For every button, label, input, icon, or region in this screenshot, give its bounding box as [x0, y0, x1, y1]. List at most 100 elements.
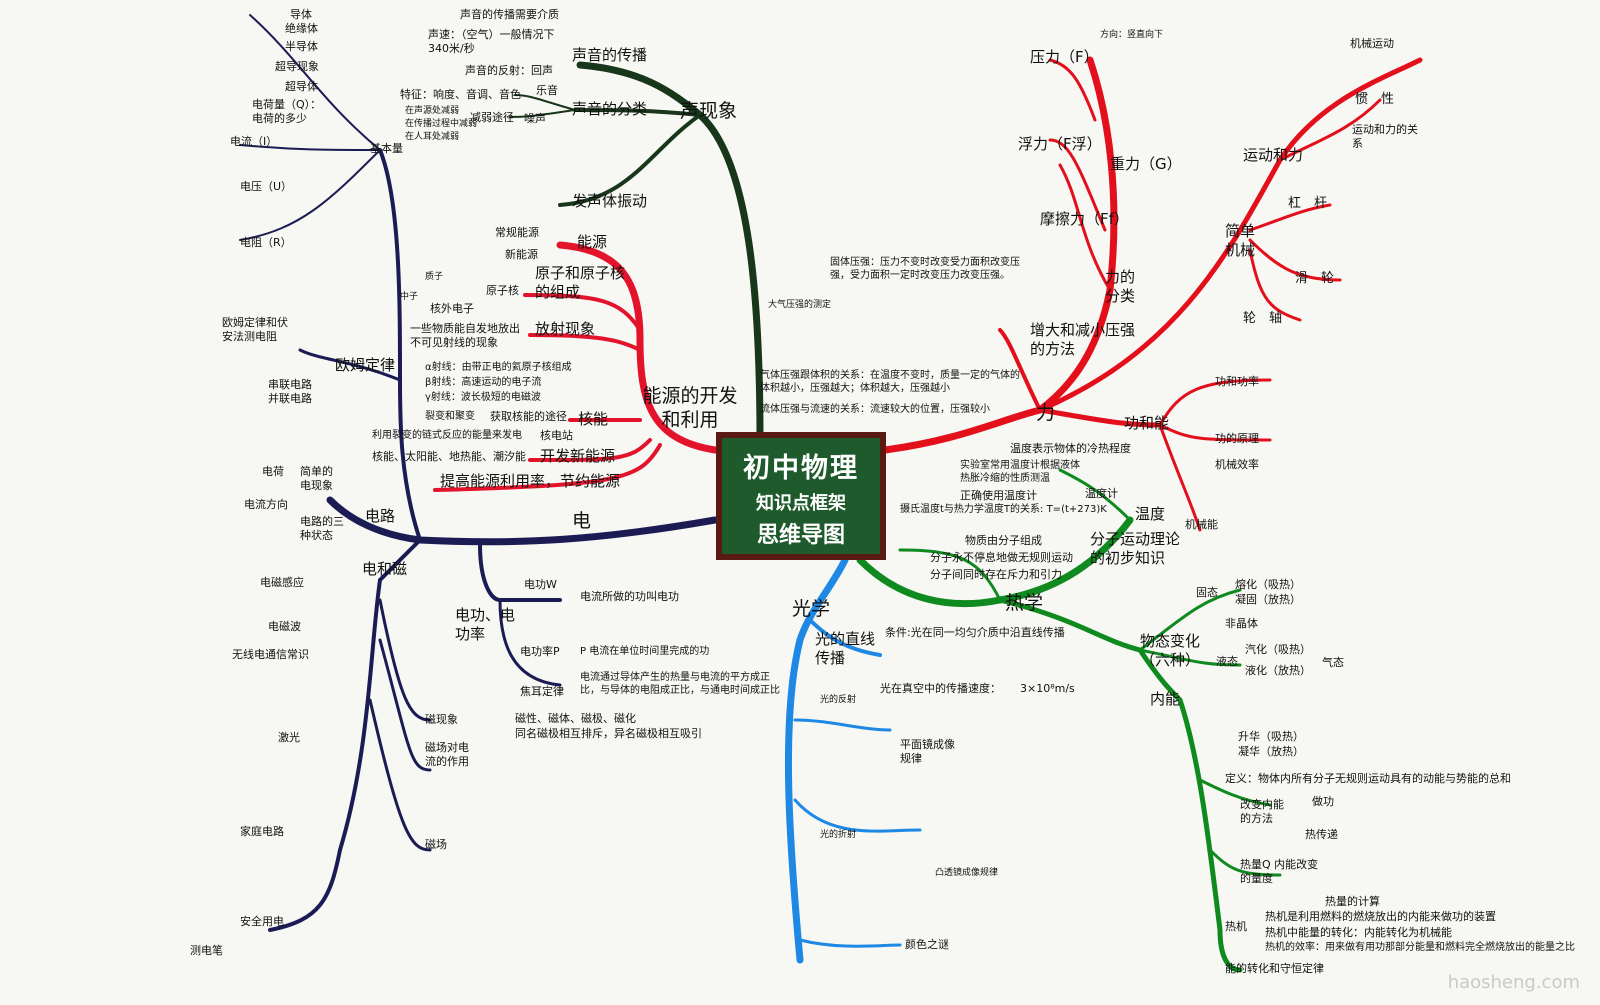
node: 新能源: [505, 248, 538, 261]
node: 大气压强的测定: [768, 300, 832, 310]
node: 运动和力的关系: [1352, 123, 1418, 150]
node: 磁场: [425, 838, 447, 851]
node: 核外电子: [430, 302, 474, 315]
node: 半导体: [285, 40, 318, 53]
branch-label-optics: 光学: [792, 598, 831, 620]
node: 原子核: [486, 284, 519, 297]
node: 电流方向: [244, 498, 288, 511]
node: 焦耳定律: [520, 685, 564, 698]
node: 光的折射: [820, 830, 857, 840]
node: 光的反射: [820, 695, 857, 705]
node: 声音的传播需要介质: [460, 8, 559, 21]
node: 超导现象: [275, 60, 319, 73]
node: 液化（放热）: [1245, 664, 1311, 677]
node: 热量的计算: [1325, 895, 1380, 908]
node: 声音的反射：回声: [465, 64, 553, 77]
node: 凝华（放热）: [1238, 745, 1304, 758]
node: 3×10⁸m/s: [1020, 682, 1075, 695]
node: 欧姆定律: [335, 356, 396, 374]
node: α射线：由带正电的氦原子核组成: [425, 362, 572, 373]
branch-sound: [576, 61, 764, 444]
node: 凝固（放热）: [1235, 593, 1301, 606]
node: 测电笔: [190, 944, 223, 957]
node: 一些物质能自发地放出不可见射线的现象: [410, 322, 520, 349]
node: 导体: [290, 8, 312, 21]
branch-energy: [556, 241, 719, 454]
node: 汽化（吸热）: [1245, 643, 1311, 656]
center-subtitle: 知识点框架: [756, 493, 846, 514]
node: 惯 性: [1355, 92, 1395, 107]
node: 分子运动理论的初步知识: [1090, 530, 1181, 567]
node: 力的分类: [1104, 268, 1135, 305]
node: 定义：物体内所有分子无规则运动具有的动能与势能的总和: [1225, 772, 1511, 785]
node: 温度: [1135, 505, 1166, 523]
node: 分子间同时存在斥力和引力: [930, 568, 1062, 581]
node: 增大和减小压强的方法: [1030, 321, 1136, 358]
node: 热量Q 内能改变的量度: [1240, 858, 1319, 885]
branch-label-electricity: 电: [572, 510, 592, 532]
node: 电路的三种状态: [300, 515, 344, 542]
node: 安全用电: [240, 915, 284, 928]
node: 固态: [1196, 586, 1218, 599]
node: 运动和力: [1243, 146, 1304, 164]
node: 熔化（吸热）: [1235, 578, 1301, 591]
node: γ射线：波长极短的电磁波: [425, 392, 541, 403]
node: 质子: [425, 272, 444, 282]
node: 颜色之谜: [905, 938, 949, 951]
node: 超导体: [285, 80, 318, 93]
node: 物质由分子组成: [965, 534, 1042, 547]
center-title: 初中物理: [743, 453, 859, 484]
node: 流体压强与流速的关系：流速较大的位置，压强较小: [760, 404, 990, 415]
node: 简单机械: [1225, 222, 1256, 259]
node: 正确使用温度计: [960, 489, 1037, 502]
node: 欧姆定律和伏安法测电阻: [222, 316, 288, 343]
branch-label-energy: 能源的开发和利用: [642, 385, 738, 431]
node: 电荷: [262, 465, 284, 478]
node: 机械运动: [1350, 37, 1394, 50]
node: 减弱途径: [470, 111, 514, 124]
node: 光的直线传播: [815, 630, 876, 667]
node: 电流通过导体产生的热量与电流的平方成正比，与导体的电阻成正比，与通电时间成正比: [580, 672, 780, 696]
node: 声音的传播: [572, 46, 648, 64]
center-title-box: 初中物理 知识点框架 思维导图: [716, 432, 886, 560]
node: 做功: [1312, 795, 1334, 808]
node: 在声源处减弱: [405, 106, 460, 116]
node: 磁现象: [425, 713, 458, 726]
node: 分子永不停息地做无规则运动: [930, 551, 1073, 564]
node: 压力（F）: [1030, 48, 1099, 66]
branch-electricity: [326, 496, 719, 546]
node: 电压（U）: [240, 180, 293, 193]
node: 电荷量（Q）：电荷的多少: [252, 98, 322, 125]
node: 核电站: [540, 429, 573, 442]
node: 物态变化（六种）: [1139, 632, 1200, 669]
node: 气体压强跟体积的关系：在温度不变时，质量一定的气体的体积越小，压强越大；体积越大…: [760, 370, 1020, 394]
node: 功的原理: [1215, 432, 1259, 445]
node: 中子: [400, 292, 419, 302]
node: 利用裂变的链式反应的能量来发电: [372, 430, 522, 441]
node: 电路: [365, 507, 396, 525]
node: 热机: [1225, 920, 1247, 933]
node: 摩擦力（Ff）: [1040, 210, 1129, 228]
node: 摄氏温度t与热力学温度T的关系: T=(t+273)K: [900, 504, 1107, 515]
node: 声音的分类: [572, 100, 648, 118]
node: 激光: [278, 731, 300, 744]
node: 常规能源: [495, 226, 539, 239]
node: 开发新能源: [540, 447, 616, 465]
node: 电磁波: [268, 620, 301, 633]
center-subtitle-2: 思维导图: [756, 523, 845, 548]
branch-force: [881, 56, 1118, 454]
branch-label-force: 力: [1036, 402, 1056, 424]
node: 升华（吸热）: [1238, 730, 1304, 743]
node: 内能: [1150, 690, 1181, 708]
node: 基本量: [370, 142, 403, 155]
node: 方向：竖直向下: [1100, 30, 1164, 40]
node: 家庭电路: [240, 825, 284, 838]
node: 同名磁极相互排斥，异名磁极相互吸引: [515, 727, 702, 740]
node: 气态: [1322, 656, 1344, 669]
branch-label-sound: 声现象: [680, 100, 738, 122]
node: 声速：（空气）一般情况下340米/秒: [428, 28, 555, 55]
node: 能源: [577, 233, 608, 251]
node: 电磁感应: [260, 576, 304, 589]
node: 磁场对电流的作用: [425, 741, 469, 768]
